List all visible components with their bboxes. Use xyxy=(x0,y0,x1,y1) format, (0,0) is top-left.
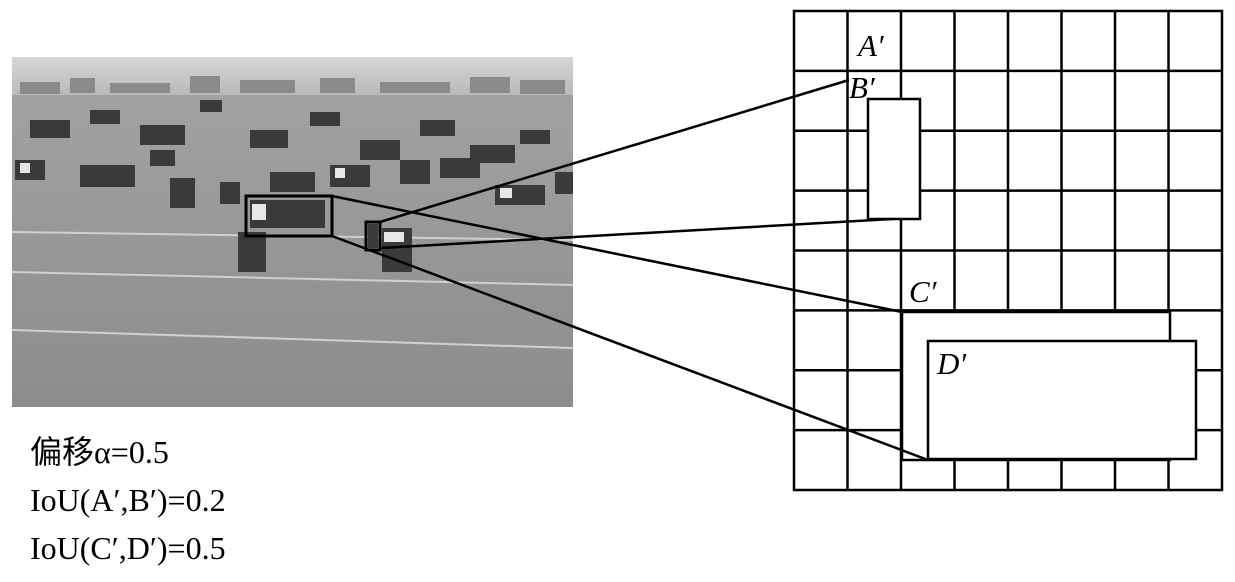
caption-iou-ab: IoU(A′,B′)=0.2 xyxy=(30,482,226,518)
car-box-large xyxy=(244,194,334,238)
box-d-prime xyxy=(926,339,1198,461)
caption-offset: 偏移α=0.5 xyxy=(30,434,169,470)
parking-lot-photo xyxy=(11,57,574,407)
connector-lines xyxy=(331,78,929,462)
label-d-prime: D′ xyxy=(936,346,967,381)
vehicle-highlights xyxy=(20,163,512,242)
box-b-prime xyxy=(866,97,922,221)
parked-vehicles xyxy=(15,100,573,272)
caption-iou-cd: IoU(C′,D′)=0.5 xyxy=(30,530,226,566)
label-b-prime: B′ xyxy=(849,70,876,105)
pedestrian-box-small xyxy=(364,220,382,252)
horizon-buildings xyxy=(20,76,565,94)
grid-boxes xyxy=(866,97,1198,462)
label-a-prime: A′ xyxy=(856,28,885,63)
label-c-prime: C′ xyxy=(909,274,938,309)
